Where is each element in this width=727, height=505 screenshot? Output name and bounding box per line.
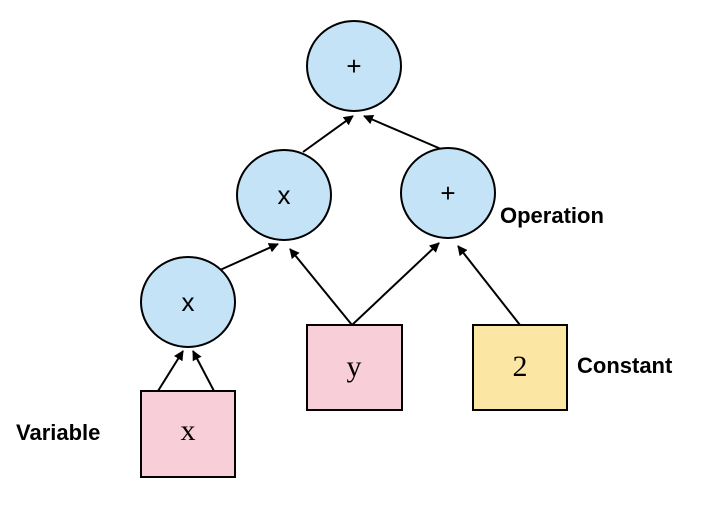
var-node-y-label: y xyxy=(347,350,362,383)
op-node-mul-top-shape xyxy=(236,149,332,241)
var-node-x: x xyxy=(140,390,236,478)
const-node-2-shape xyxy=(472,324,568,411)
op-node-mul-bottom-shape xyxy=(140,256,236,348)
op-node-plus-right-shape xyxy=(400,147,496,239)
edge-const-to-plus-right xyxy=(457,245,521,326)
op-node-plus-right-label: + xyxy=(440,178,455,208)
op-node-mul-bottom-label: x xyxy=(182,287,195,317)
op-node-root-shape xyxy=(306,20,402,112)
edge-y-to-mul-top xyxy=(289,248,353,326)
var-node-x-shape xyxy=(140,390,236,478)
var-node-y: y xyxy=(306,324,403,411)
op-node-mul-top: x xyxy=(236,149,332,241)
var-node-y-shape xyxy=(306,324,403,411)
op-node-root-label: + xyxy=(346,51,361,81)
legend-constant-label: Constant xyxy=(577,353,673,378)
const-node-2-label: 2 xyxy=(513,350,528,383)
edge-mul-top-to-root xyxy=(302,115,354,153)
op-node-plus-right: + xyxy=(400,147,496,239)
legend-operation-label: Operation xyxy=(500,203,604,228)
legend-variable-label: Variable xyxy=(16,420,100,445)
edge-plus-right-to-root xyxy=(363,114,449,153)
edge-x-left-to-mul-bottom xyxy=(157,350,184,392)
op-node-mul-top-label: x xyxy=(278,180,291,210)
op-node-mul-bottom: x xyxy=(140,256,236,348)
edge-y-to-plus-right xyxy=(351,242,440,326)
edge-mul-bottom-to-mul-top xyxy=(219,243,279,271)
const-node-2: 2 xyxy=(472,324,568,411)
edge-x-right-to-mul-bottom xyxy=(192,350,215,392)
op-node-root: + xyxy=(306,20,402,112)
var-node-x-label: x xyxy=(181,414,196,447)
